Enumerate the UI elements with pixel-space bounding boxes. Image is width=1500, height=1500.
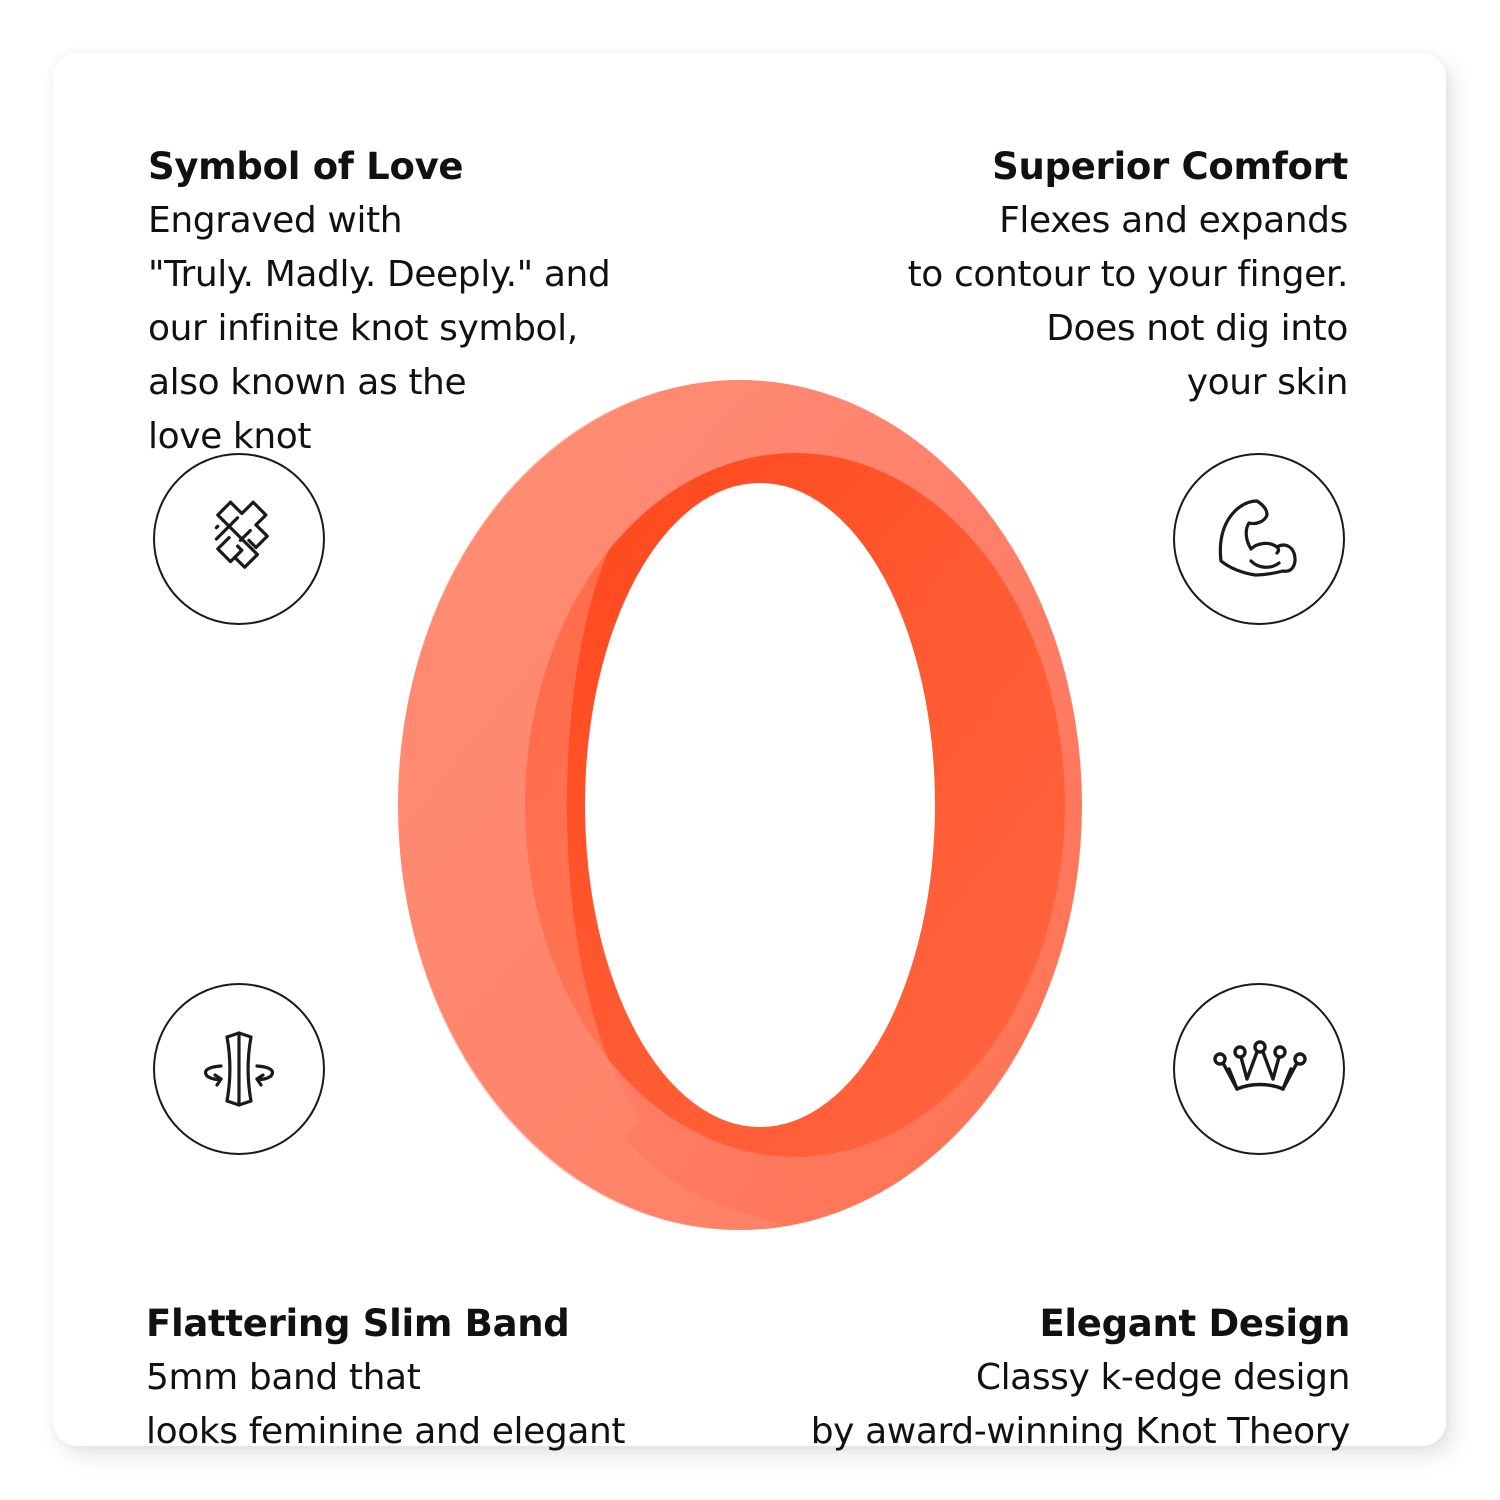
feature-title: Elegant Design	[1039, 1302, 1350, 1345]
flexed-bicep-icon-badge	[1173, 453, 1345, 625]
feature-elegant-design: Elegant Design Classy k-edge design by a…	[810, 1297, 1351, 1459]
feature-text-line: our infinite knot symbol,	[148, 308, 578, 349]
feature-flattering-slim-band: Flattering Slim Band 5mm band that looks…	[146, 1297, 626, 1459]
feature-title: Symbol of Love	[148, 145, 464, 188]
feature-superior-comfort: Superior Comfort Flexes and expands to c…	[907, 140, 1349, 410]
feature-text-line: 5mm band that	[146, 1357, 421, 1398]
feature-text-line: also known as the	[148, 362, 467, 403]
rotating-band-icon-badge	[153, 983, 325, 1155]
feature-title: Flattering Slim Band	[146, 1302, 570, 1345]
feature-symbol-of-love: Symbol of Love Engraved with "Truly. Mad…	[148, 140, 611, 464]
feature-text-line: Does not dig into	[1046, 308, 1348, 349]
feature-text-line: Engraved with	[148, 200, 403, 241]
flexed-bicep-icon	[1218, 499, 1297, 577]
love-knot-icon	[214, 500, 269, 569]
feature-title: Superior Comfort	[992, 145, 1348, 188]
feature-text-line: "Truly. Madly. Deeply." and	[148, 254, 611, 295]
feature-text-line: by award-winning Knot Theory	[810, 1411, 1351, 1452]
feature-text-line: Flexes and expands	[999, 200, 1348, 241]
coral-silicone-ring-image	[398, 380, 1082, 1230]
rotating-band-icon	[203, 1031, 275, 1107]
love-knot-icon-badge	[153, 453, 325, 625]
feature-text-line: love knot	[148, 416, 312, 457]
feature-text-line: Classy k-edge design	[975, 1357, 1351, 1398]
crown-icon	[1213, 1040, 1307, 1091]
crown-icon-badge	[1173, 983, 1345, 1155]
feature-text-line: looks feminine and elegant	[146, 1411, 626, 1452]
feature-text-line: your skin	[1186, 362, 1349, 403]
feature-text-line: to contour to your finger.	[907, 254, 1349, 295]
